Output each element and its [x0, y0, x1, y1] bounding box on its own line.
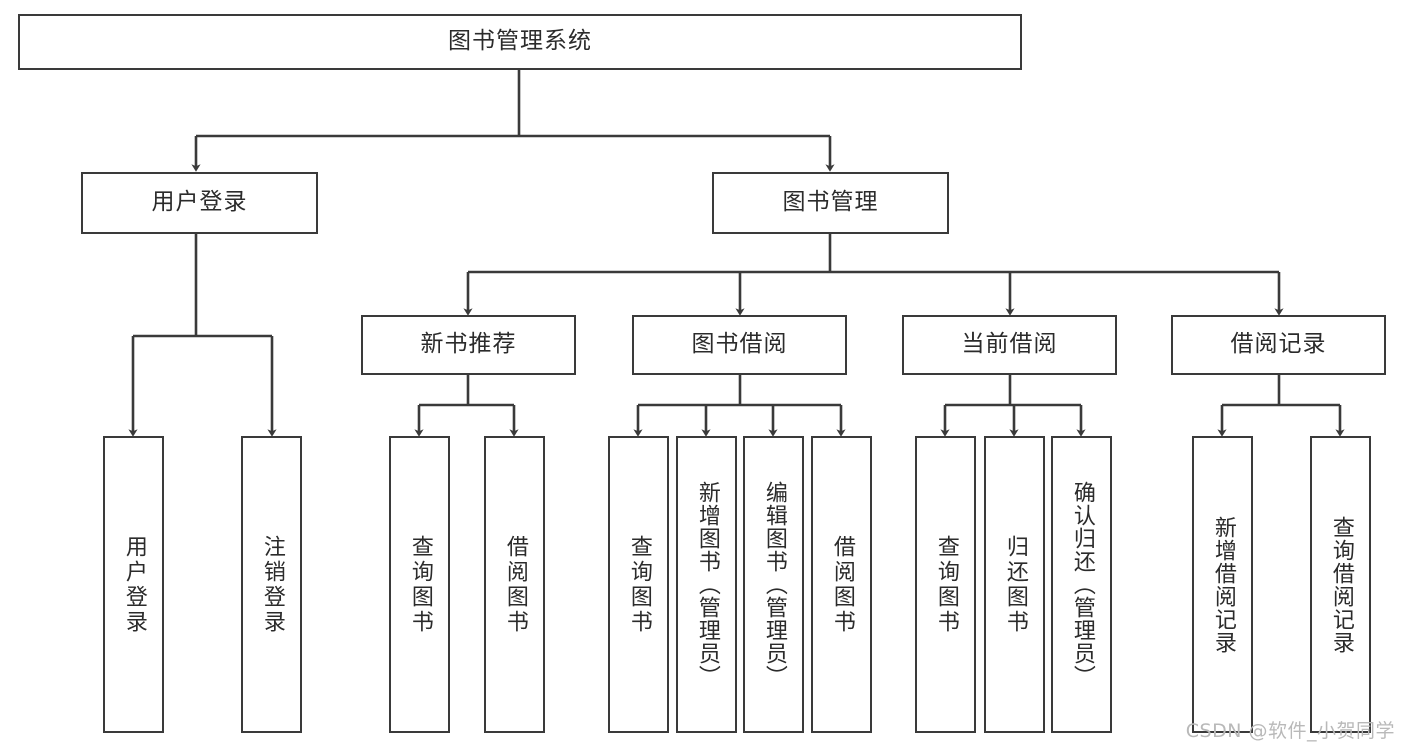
leaf-recommend-query-book[interactable]: 查询图书 — [389, 436, 450, 733]
leaf-record-query-record[interactable]: 查询借阅记录 — [1310, 436, 1371, 733]
leaf-borrow-edit-book-admin[interactable]: 编辑图书（管理员） — [743, 436, 804, 733]
leaf-current-confirm-return-admin[interactable]: 确认归还（管理员） — [1051, 436, 1112, 733]
csdn-watermark: CSDN @软件_小贺同学 — [1185, 720, 1395, 742]
node-label: 编辑图书（管理员） — [761, 481, 787, 688]
node-root-system[interactable]: 图书管理系统 — [18, 14, 1022, 70]
node-label: 确认归还（管理员） — [1069, 481, 1095, 688]
node-label: 用户登录 — [151, 189, 248, 216]
node-current-borrow[interactable]: 当前借阅 — [902, 315, 1117, 375]
node-label: 借阅记录 — [1230, 331, 1327, 358]
leaf-borrow-borrow-book[interactable]: 借阅图书 — [811, 436, 872, 733]
node-borrow-record[interactable]: 借阅记录 — [1171, 315, 1386, 375]
node-new-book-recommend[interactable]: 新书推荐 — [361, 315, 576, 375]
node-label: 归还图书 — [1002, 534, 1028, 635]
node-label: 新增图书（管理员） — [694, 481, 720, 688]
node-label: 用户登录 — [121, 534, 147, 635]
node-label: 查询借阅记录 — [1328, 515, 1354, 654]
node-label: 当前借阅 — [961, 331, 1058, 358]
node-label: 新增借阅记录 — [1210, 515, 1236, 654]
node-label: 图书借阅 — [691, 331, 788, 358]
node-book-borrow[interactable]: 图书借阅 — [632, 315, 847, 375]
leaf-record-add-record[interactable]: 新增借阅记录 — [1192, 436, 1253, 733]
node-label: 查询图书 — [626, 534, 652, 635]
node-user-login[interactable]: 用户登录 — [81, 172, 318, 234]
leaf-current-query-book[interactable]: 查询图书 — [915, 436, 976, 733]
leaf-current-return-book[interactable]: 归还图书 — [984, 436, 1045, 733]
leaf-recommend-borrow-book[interactable]: 借阅图书 — [484, 436, 545, 733]
leaf-borrow-query-book[interactable]: 查询图书 — [608, 436, 669, 733]
node-label: 图书管理系统 — [448, 28, 592, 55]
node-label: 借阅图书 — [502, 534, 528, 635]
node-label: 借阅图书 — [829, 534, 855, 635]
leaf-user-login-signout[interactable]: 注销登录 — [241, 436, 302, 733]
node-book-management[interactable]: 图书管理 — [712, 172, 949, 234]
leaf-user-login-signin[interactable]: 用户登录 — [103, 436, 164, 733]
node-label: 图书管理 — [782, 189, 879, 216]
node-label: 查询图书 — [407, 534, 433, 635]
leaf-borrow-add-book-admin[interactable]: 新增图书（管理员） — [676, 436, 737, 733]
node-label: 注销登录 — [259, 534, 285, 635]
node-label: 查询图书 — [933, 534, 959, 635]
node-label: 新书推荐 — [420, 331, 517, 358]
